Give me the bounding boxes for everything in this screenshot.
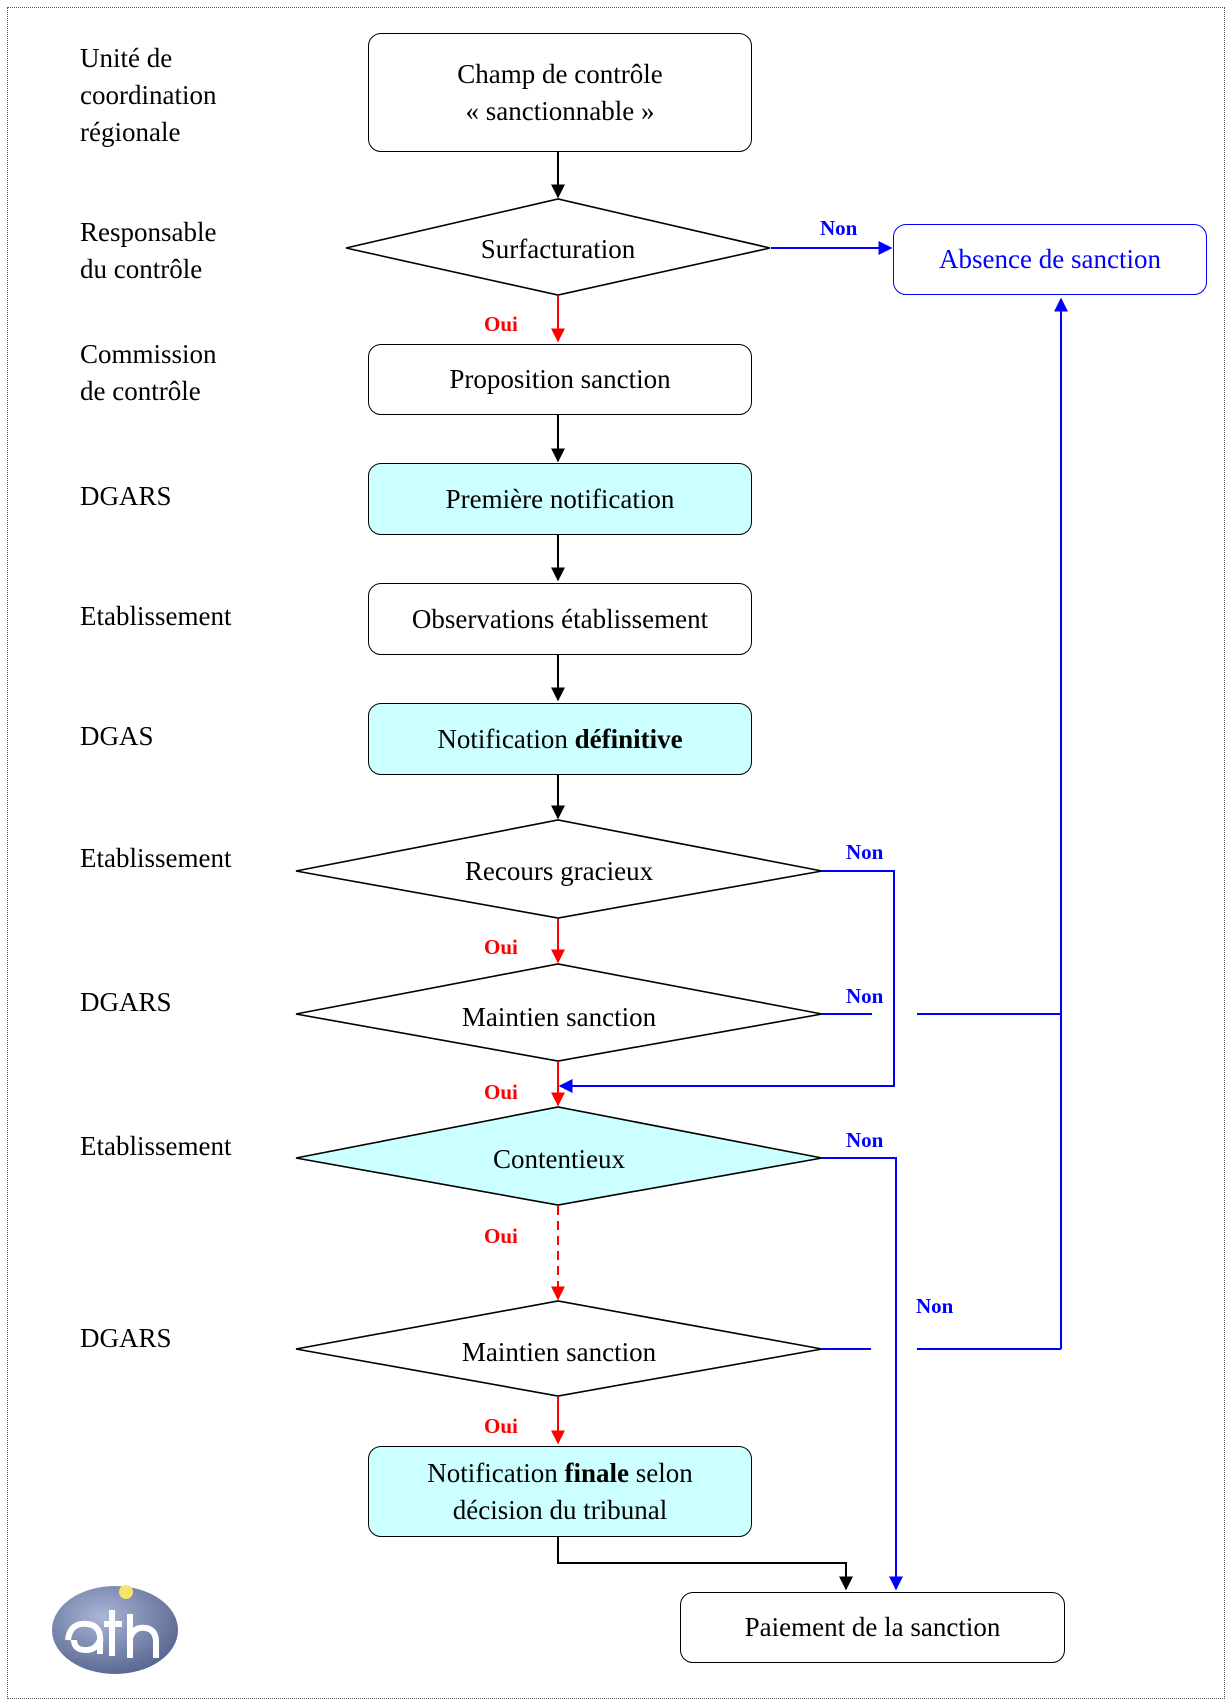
- node-text: décision du tribunal: [452, 1494, 668, 1525]
- node-text-bold: définitive: [574, 723, 683, 754]
- actor-label: DGARS: [80, 1323, 172, 1353]
- diagram-frame: [7, 7, 1225, 1699]
- actor-label: Etablissement: [80, 601, 232, 631]
- actor-label: DGARS: [80, 481, 172, 511]
- actor-label: Etablissement: [80, 1131, 232, 1161]
- actor-label: Commission de contrôle: [80, 339, 217, 406]
- node-text: Notification: [427, 1457, 565, 1488]
- edge-label-non: Non: [846, 984, 884, 1008]
- node-absence-de-sanction: Absence de sanction: [893, 224, 1207, 295]
- actor-label: DGARS: [80, 987, 172, 1017]
- edge-label-non: Non: [820, 216, 858, 240]
- node-proposition-sanction: Proposition sanction: [368, 344, 752, 415]
- edge-label-oui: Oui: [484, 1080, 518, 1104]
- node-notification-finale: Notification finale selon décision du tri…: [368, 1446, 752, 1537]
- edge-label-oui: Oui: [484, 312, 518, 336]
- node-notification-definitive: Notification définitive: [368, 703, 752, 775]
- node-paiement-de-la-sanction: Paiement de la sanction: [680, 1592, 1065, 1663]
- contentieux-label: Contentieux: [493, 1143, 625, 1174]
- edge-label-oui: Oui: [484, 1224, 518, 1248]
- actor-label: Responsable du contrôle: [80, 217, 217, 284]
- ath-logo: [52, 1585, 178, 1674]
- node-text: Champ de contrôle: [457, 58, 663, 89]
- actor-label: Etablissement: [80, 843, 232, 873]
- node-text: Notification: [437, 723, 575, 754]
- decision-surfacturation: [345, 198, 771, 296]
- node-text: selon: [628, 1457, 693, 1488]
- node-text-bold: finale: [564, 1457, 629, 1488]
- node-premiere-notification: Première notification: [368, 463, 752, 535]
- maintien-sanction-label: Maintien sanction: [461, 1336, 657, 1367]
- node-champ-de-controle: Champ de contrôle « sanctionnable »: [368, 33, 752, 152]
- node-observations-etablissement: Observations établissement: [368, 583, 752, 655]
- surfacturation-label: Surfacturation: [480, 233, 636, 264]
- maintien-sanction-label: Maintien sanction: [461, 1001, 657, 1032]
- edge-label-oui: Oui: [484, 935, 518, 959]
- node-text: « sanctionnable »: [465, 95, 655, 126]
- actor-label: Unité de coordination régionale: [80, 43, 217, 147]
- edge-label-non: Non: [916, 1294, 954, 1318]
- edge-label-non: Non: [846, 1128, 884, 1152]
- actor-label: DGAS: [80, 721, 154, 751]
- edge-label-oui: Oui: [484, 1414, 518, 1438]
- edge-label-non: Non: [846, 840, 884, 864]
- recours-gracieux-label: Recours gracieux: [464, 855, 654, 886]
